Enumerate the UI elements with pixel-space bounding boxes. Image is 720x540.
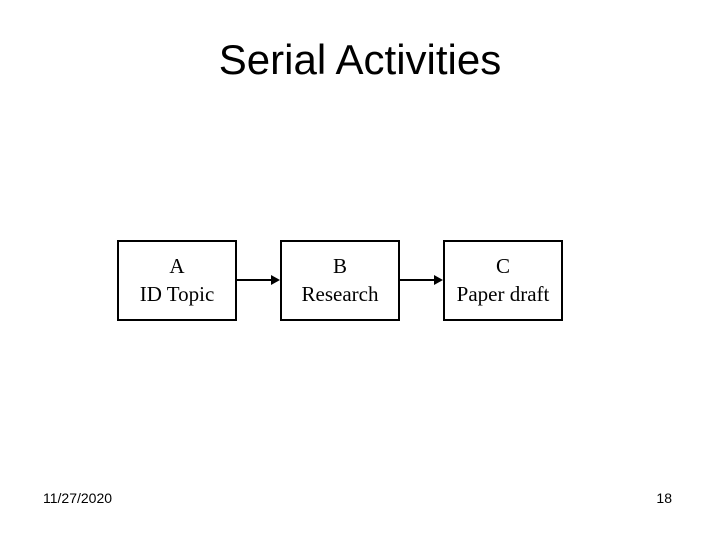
flowchart-node-b: B Research bbox=[280, 240, 400, 321]
flowchart-node-c: C Paper draft bbox=[443, 240, 563, 321]
arrow-a-to-b-icon bbox=[237, 275, 280, 285]
arrow-b-to-c-icon bbox=[400, 275, 443, 285]
node-c-id: C bbox=[495, 254, 510, 279]
node-b-label: Research bbox=[301, 281, 379, 306]
node-a-label: ID Topic bbox=[139, 281, 215, 306]
node-b-id: B bbox=[332, 254, 347, 279]
footer-page-number: 18 bbox=[656, 490, 672, 506]
node-c-label: Paper draft bbox=[456, 281, 550, 306]
node-a-id: A bbox=[169, 254, 185, 279]
flowchart-node-a: A ID Topic bbox=[117, 240, 237, 321]
footer-date: 11/27/2020 bbox=[43, 490, 113, 506]
slide-title: Serial Activities bbox=[218, 36, 502, 83]
